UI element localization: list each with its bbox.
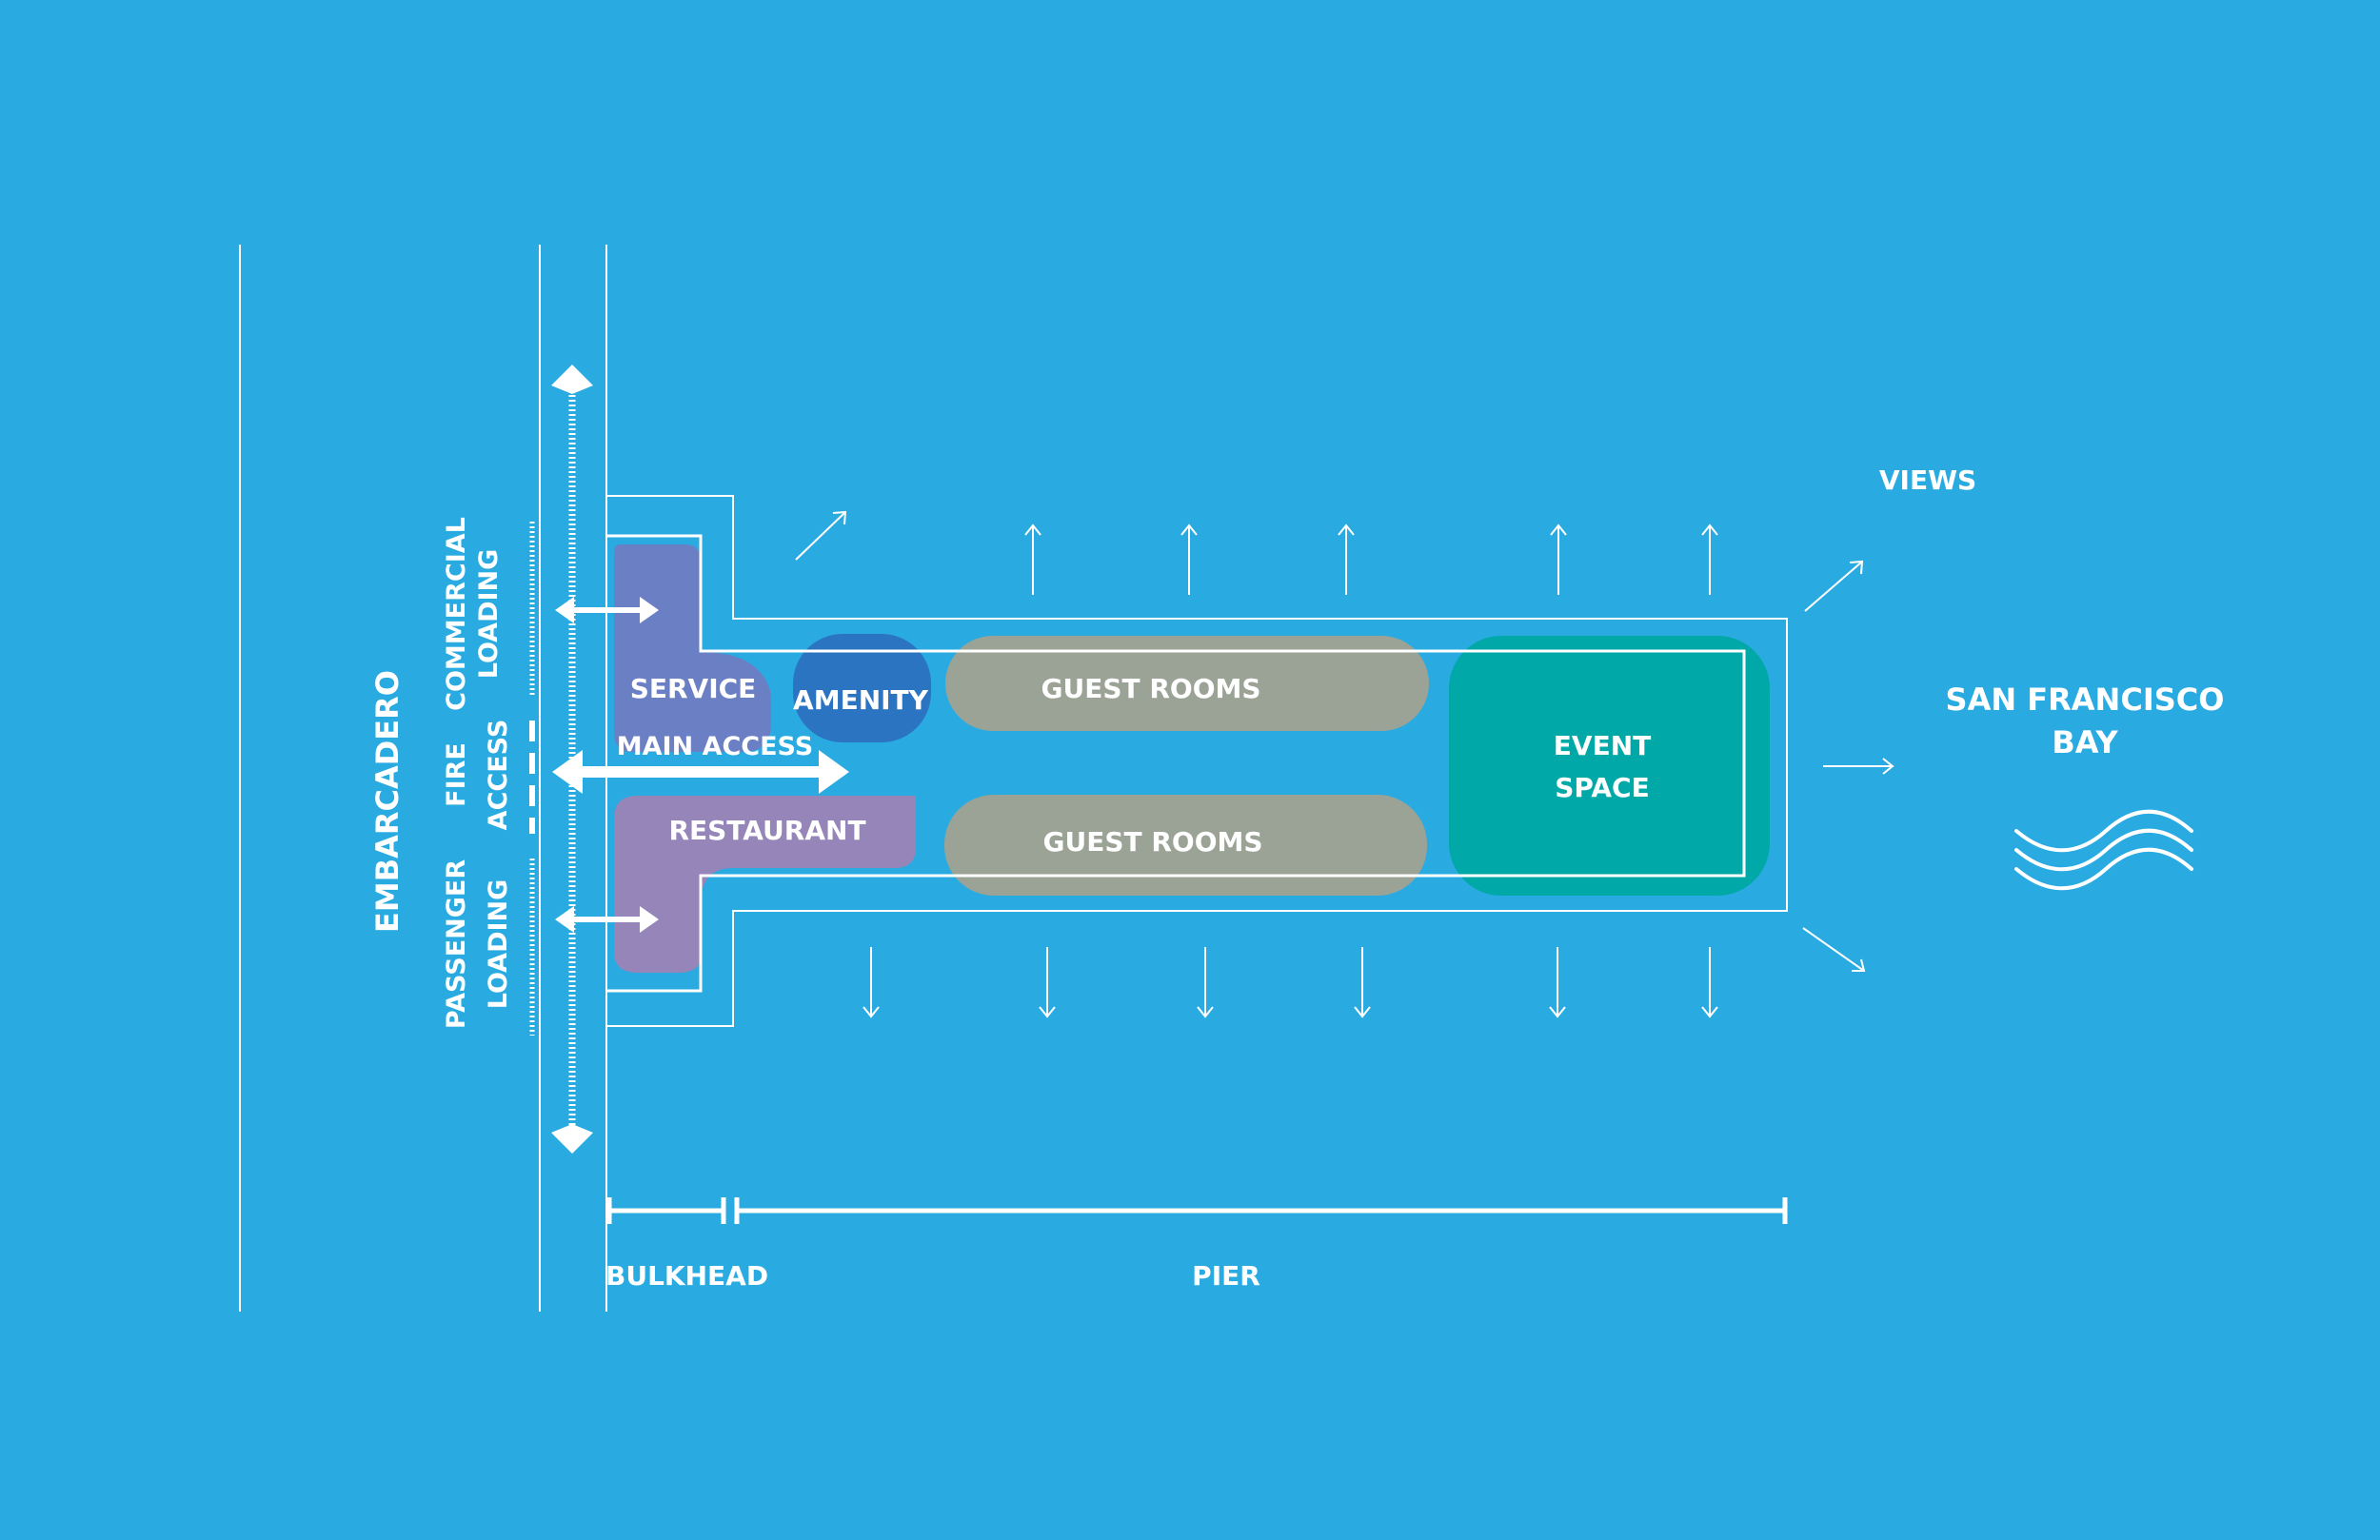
fire-access-label-line1: FIRE [442, 742, 471, 807]
view-arrow-icon [795, 510, 847, 561]
view-arrow-icon [1024, 523, 1041, 595]
view-arrow-icon [1701, 523, 1718, 595]
view-arrow-icon [1802, 927, 1866, 972]
guest-rooms-top-label: GUEST ROOMS [1041, 673, 1260, 704]
pier-scale-bar [734, 1197, 1788, 1224]
restaurant-zone [614, 796, 916, 973]
event-space-label-line2: SPACE [1555, 772, 1649, 803]
bulkhead-scale-bar [606, 1197, 726, 1224]
main-access-label: MAIN ACCESS [617, 732, 813, 761]
guest-rooms-bottom-zone [944, 795, 1427, 896]
view-arrow-icon [1354, 947, 1371, 1018]
embarcadero-label: EMBARCADERO [369, 670, 406, 933]
view-arrow-icon [1804, 560, 1864, 612]
view-arrow-icon [863, 947, 880, 1018]
view-arrow-icon [1039, 947, 1056, 1018]
passenger-loading-label-line1: PASSENGER [442, 859, 471, 1030]
commercial-loading-label-line2: LOADING [474, 549, 504, 680]
event-space-label-line1: EVENT [1554, 730, 1651, 761]
guest-rooms-top-zone [945, 636, 1429, 731]
views-label: VIEWS [1879, 464, 1976, 496]
service-zone [614, 544, 771, 752]
fire-access-label-line2: ACCESS [484, 720, 513, 831]
view-arrow-icon [1338, 523, 1355, 595]
view-arrow-icon [1180, 523, 1198, 595]
street-arrow-up-icon [551, 365, 593, 394]
amenity-label: AMENITY [793, 684, 929, 716]
passenger-loading-label-line2: LOADING [484, 879, 513, 1010]
water-waves-icon [2014, 809, 2193, 891]
commercial-double-arrow-icon [555, 597, 659, 623]
bulkhead-label: BULKHEAD [605, 1260, 768, 1292]
bay-label-line1: SAN FRANCISCO [1946, 681, 2225, 718]
passenger-double-arrow-icon [555, 906, 659, 933]
service-label: SERVICE [630, 673, 757, 704]
street-arrow-down-icon [551, 1124, 593, 1154]
pier-outline-inner [606, 534, 1746, 993]
commercial-loading-label-line1: COMMERCIAL [442, 517, 471, 711]
pier-label: PIER [1192, 1260, 1260, 1292]
amenity-zone [793, 634, 931, 742]
view-arrow-icon [1550, 523, 1567, 595]
bay-label-line2: BAY [2052, 724, 2118, 760]
pier-outline-outer [606, 495, 1788, 1027]
main-access-double-arrow-icon [552, 750, 849, 794]
view-arrow-icon [1197, 947, 1214, 1018]
view-arrows [795, 510, 1894, 1018]
guest-rooms-bottom-label: GUEST ROOMS [1042, 826, 1262, 858]
view-arrow-icon [1823, 758, 1894, 775]
view-arrow-icon [1549, 947, 1566, 1018]
restaurant-label: RESTAURANT [668, 815, 865, 846]
event-space-zone [1449, 636, 1770, 896]
view-arrow-icon [1701, 947, 1718, 1018]
